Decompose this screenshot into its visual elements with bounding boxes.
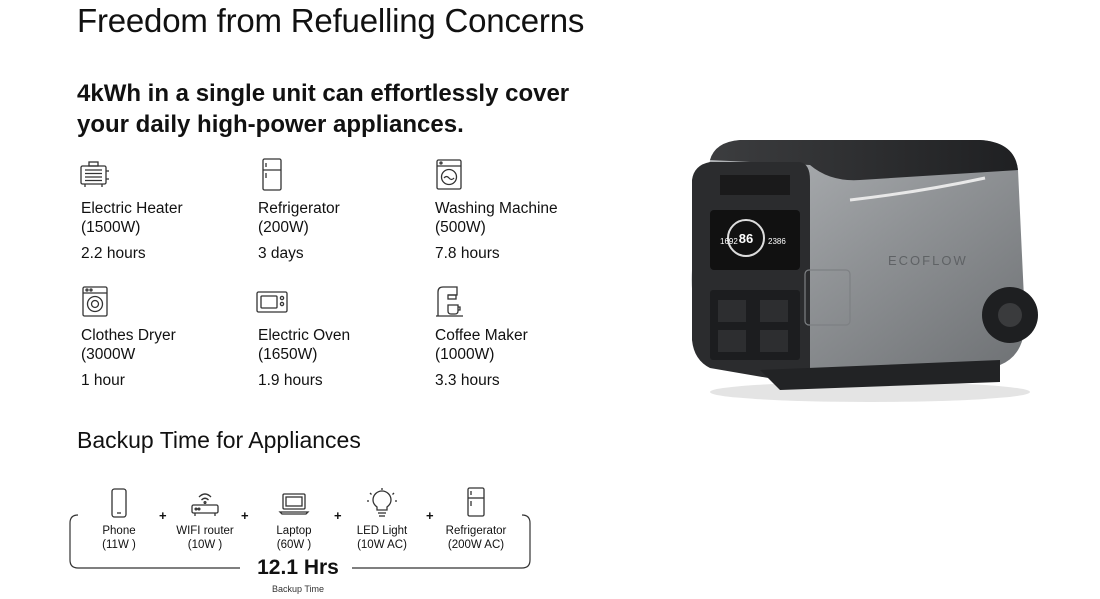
backup-total-time: 12.1 Hrs: [257, 556, 339, 579]
laptop-icon: [278, 493, 310, 515]
appliance-runtime: 2.2 hours: [81, 245, 146, 262]
electric-heater-icon: [80, 161, 109, 187]
backup-item-refrigerator: Refrigerator (200W AC): [421, 487, 531, 552]
page-title: Freedom from Refuelling Concerns: [77, 2, 585, 39]
appliance-runtime: 3 days: [258, 245, 304, 262]
appliance-name: Electric Oven: [258, 327, 351, 344]
appliance-name: Washing Machine: [435, 200, 558, 217]
brand-logo: ECOFLOW: [888, 253, 968, 268]
appliance-name: Clothes Dryer: [81, 327, 176, 344]
clothes-dryer-icon: [82, 286, 108, 317]
plus-sign: +: [426, 508, 434, 523]
appliance-wattage: (1000W): [435, 346, 495, 363]
led-light-icon: [367, 488, 397, 517]
backup-section-title: Backup Time for Appliances: [77, 427, 361, 453]
display-center-value: 86: [739, 231, 753, 246]
appliance-runtime: 3.3 hours: [435, 372, 500, 389]
backup-item-phone: Phone (11W ): [64, 487, 174, 552]
appliance-card-refrigerator: Refrigerator (200W) 3 days: [258, 157, 428, 263]
power-station-image: 86 1692 2386 ECOFLOW: [691, 140, 1038, 402]
backup-item-led-light: LED Light (10W AC): [327, 487, 437, 552]
appliance-card-electric-oven: Electric Oven (1650W) 1.9 hours: [256, 284, 428, 390]
appliance-runtime: 1.9 hours: [258, 372, 323, 389]
appliance-wattage: (500W): [435, 219, 486, 236]
appliance-wattage: (200W): [258, 219, 309, 236]
appliance-runtime: 7.8 hours: [435, 245, 500, 262]
page-subtitle: 4kWh in a single unit can effortlessly c…: [77, 80, 570, 138]
appliance-runtime: 1 hour: [81, 372, 125, 389]
washing-machine-icon: [436, 159, 462, 190]
appliance-wattage: (3000W: [81, 346, 136, 363]
plus-sign: +: [334, 508, 342, 523]
coffee-maker-icon: [436, 286, 463, 317]
appliance-card-electric-heater: Electric Heater (1500W) 2.2 hours: [80, 157, 251, 263]
backup-item-wattage: (10W AC): [357, 539, 407, 551]
refrigerator-icon: [467, 487, 485, 517]
backup-item-name: Laptop: [276, 525, 312, 537]
backup-total-caption: Backup Time: [271, 584, 325, 594]
backup-item-name: Refrigerator: [445, 525, 507, 537]
refrigerator-icon: [262, 158, 282, 191]
display-right-value: 2386: [768, 237, 786, 246]
wifi-router-icon: [191, 493, 219, 516]
appliance-card-clothes-dryer: Clothes Dryer (3000W 1 hour: [81, 284, 251, 390]
appliance-name: Coffee Maker: [435, 327, 528, 344]
appliance-card-coffee-maker: Coffee Maker (1000W) 3.3 hours: [435, 284, 605, 390]
backup-item-wifi-router: WIFI router (10W ): [150, 487, 260, 552]
backup-item-wattage: (200W AC): [447, 539, 505, 551]
appliance-wattage: (1500W): [81, 219, 141, 236]
backup-item-name: WIFI router: [176, 525, 234, 537]
backup-item-wattage: (11W ): [102, 539, 136, 551]
backup-item-wattage: (10W ): [187, 539, 223, 551]
plus-sign: +: [159, 508, 167, 523]
appliance-name: Refrigerator: [258, 200, 340, 217]
backup-item-wattage: (60W ): [276, 539, 312, 551]
appliance-card-washing-machine: Washing Machine (500W) 7.8 hours: [435, 157, 605, 263]
backup-item-name: Phone: [102, 525, 136, 537]
electric-oven-icon: [256, 291, 288, 313]
backup-item-laptop: Laptop (60W ): [239, 487, 349, 552]
appliance-name: Electric Heater: [81, 200, 183, 217]
appliance-wattage: (1650W): [258, 346, 318, 363]
backup-item-name: LED Light: [356, 525, 408, 537]
display-left-value: 1692: [720, 237, 738, 246]
plus-sign: +: [241, 508, 249, 523]
phone-icon: [111, 488, 127, 518]
